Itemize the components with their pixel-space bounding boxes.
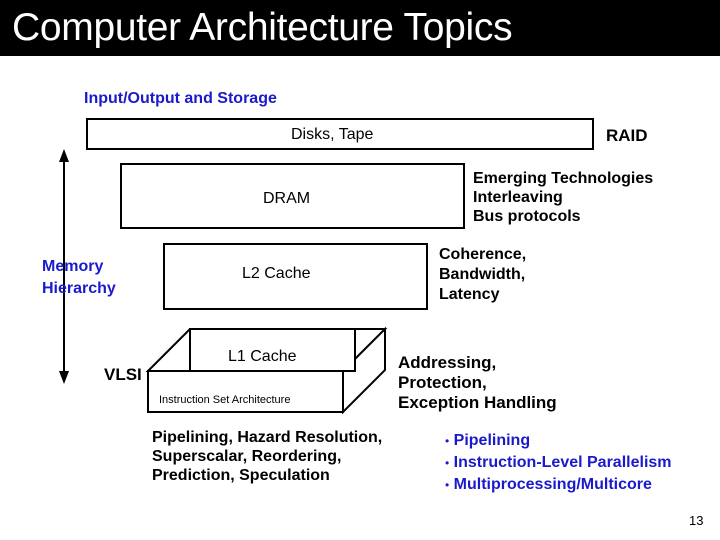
bullet-marker: • [445, 434, 450, 448]
emerging-line: Bus protocols [473, 208, 581, 225]
emerging-line: Interleaving [473, 189, 563, 206]
bullet-marker: • [445, 456, 450, 470]
io-storage-label: Input/Output and Storage [84, 90, 277, 107]
arrow-down-head [59, 371, 69, 384]
l2-cache-label: L2 Cache [242, 265, 311, 282]
coherence-line: Latency [439, 286, 500, 303]
slide-title: Computer Architecture Topics [12, 6, 513, 49]
disks-tape-box: Disks, Tape [86, 118, 594, 150]
hierarchy-label: Hierarchy [42, 280, 116, 297]
l2-cache-box: L2 Cache [163, 243, 428, 310]
l1-cache-label: L1 Cache [228, 348, 297, 365]
l1-cache-box [189, 328, 356, 372]
pipelining-line: Pipelining, Hazard Resolution, [152, 429, 383, 446]
raid-label: RAID [606, 126, 648, 145]
addressing-line: Exception Handling [398, 393, 557, 412]
pipelining-line: Prediction, Speculation [152, 467, 330, 484]
title-bar: Computer Architecture Topics [0, 0, 720, 56]
pipelining-line: Superscalar, Reordering, [152, 448, 342, 465]
bullet-text: Pipelining [453, 432, 531, 449]
memory-label: Memory [42, 258, 104, 275]
coherence-line: Bandwidth, [439, 266, 526, 283]
bullet-marker: • [445, 478, 450, 492]
bullet-item: • Pipelining [445, 432, 530, 450]
dram-label: DRAM [263, 190, 311, 207]
bullet-item: • Multiprocessing/Multicore [445, 476, 652, 494]
page-number: 13 [689, 513, 704, 528]
arrow-up-head [59, 149, 69, 162]
bullet-item: • Instruction-Level Parallelism [445, 454, 672, 472]
coherence-line: Coherence, [439, 246, 527, 263]
addressing-line: Protection, [398, 373, 487, 392]
dram-box: DRAM [120, 163, 465, 229]
bullet-text: Instruction-Level Parallelism [453, 454, 672, 471]
bullet-text: Multiprocessing/Multicore [453, 476, 652, 493]
emerging-line: Emerging Technologies [473, 170, 654, 187]
isa-label: Instruction Set Architecture [159, 394, 291, 406]
addressing-line: Addressing, [398, 353, 497, 372]
disks-tape-label: Disks, Tape [291, 126, 374, 143]
vlsi-label: VLSI [104, 365, 142, 384]
